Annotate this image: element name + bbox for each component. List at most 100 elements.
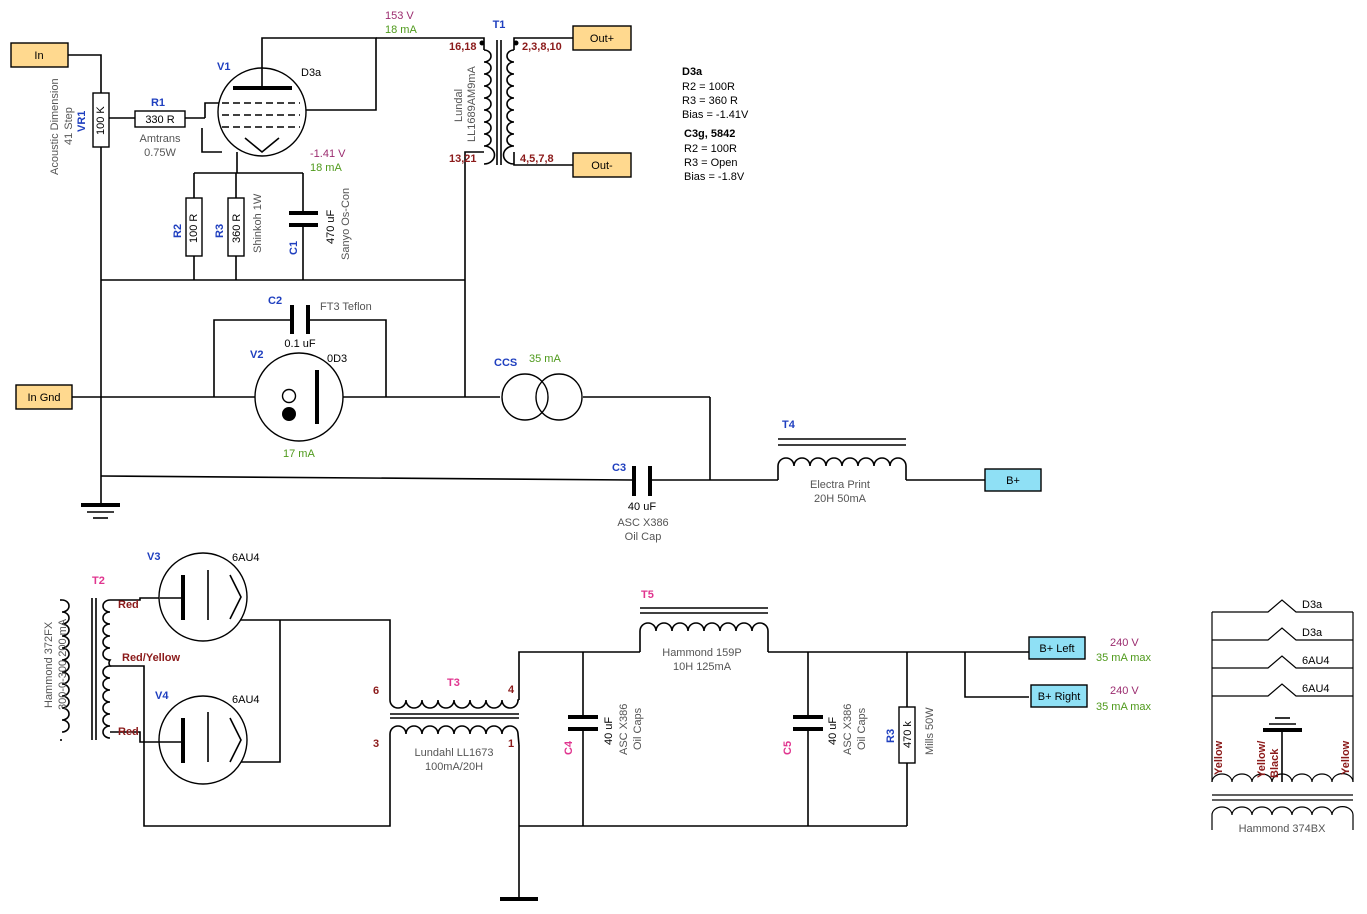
svg-text:Oil Caps: Oil Caps (856, 707, 868, 750)
svg-text:ASC X386: ASC X386 (842, 704, 854, 755)
svg-text:470 k: 470 k (902, 721, 914, 748)
svg-text:R3: R3 (885, 729, 897, 743)
svg-text:R2 = 100R: R2 = 100R (684, 143, 737, 155)
svg-text:T1: T1 (493, 19, 506, 31)
svg-text:D3a: D3a (1302, 627, 1323, 639)
svg-text:35 mA: 35 mA (529, 353, 561, 365)
v2-tube: V2 0D3 17 mA (250, 349, 347, 460)
svg-text:Black: Black (1269, 748, 1281, 778)
t2-transformer: T2 Red Red/Yellow Red Hammond 372FX 300-… (43, 575, 181, 741)
svg-text:2,3,8,10: 2,3,8,10 (522, 41, 562, 53)
svg-text:B+: B+ (1006, 475, 1020, 487)
svg-text:40 uF: 40 uF (827, 717, 839, 745)
svg-text:4,5,7,8: 4,5,7,8 (520, 153, 554, 165)
svg-text:6: 6 (373, 685, 379, 697)
svg-text:D3a: D3a (682, 66, 703, 78)
svg-text:R2: R2 (172, 224, 184, 238)
svg-text:-1.41 V: -1.41 V (310, 148, 346, 160)
svg-text:40 uF: 40 uF (603, 717, 615, 745)
svg-text:6AU4: 6AU4 (232, 694, 260, 706)
svg-text:T2: T2 (92, 575, 105, 587)
svg-text:17 mA: 17 mA (283, 448, 315, 460)
svg-text:16,18: 16,18 (449, 41, 477, 53)
heater-transformer: D3a D3a 6AU4 6AU4 Yellow Yellow/ Black Y… (1211, 599, 1354, 835)
svg-text:13,21: 13,21 (449, 153, 477, 165)
svg-text:6AU4: 6AU4 (1302, 655, 1330, 667)
svg-text:T5: T5 (641, 589, 654, 601)
svg-text:D3a: D3a (1302, 599, 1323, 611)
t5-choke: T5 Hammond 159P 10H 125mA (639, 589, 769, 673)
svg-text:Bias = -1.8V: Bias = -1.8V (684, 171, 745, 183)
anode-voltage: 153 V (385, 10, 414, 22)
svg-text:0.1 uF: 0.1 uF (284, 338, 315, 350)
svg-text:Amtrans: Amtrans (140, 133, 181, 145)
svg-text:R2 = 100R: R2 = 100R (682, 81, 735, 93)
svg-text:Red: Red (118, 726, 139, 738)
svg-text:CCS: CCS (494, 357, 517, 369)
svg-text:Bias = -1.41V: Bias = -1.41V (682, 109, 749, 121)
b-plus-connector[interactable]: B+ (984, 468, 1042, 492)
svg-text:C3: C3 (612, 462, 626, 474)
svg-text:Out-: Out- (591, 160, 613, 172)
svg-text:C5: C5 (782, 741, 794, 755)
svg-text:6AU4: 6AU4 (232, 552, 260, 564)
b-plus-left-connector[interactable]: B+ Left (1028, 636, 1086, 660)
svg-text:1: 1 (508, 738, 514, 750)
in-gnd-connector[interactable]: In Gnd (15, 384, 73, 410)
svg-text:41 Step: 41 Step (63, 107, 75, 145)
wires-lower (110, 597, 1029, 897)
svg-text:R3 = 360 R: R3 = 360 R (682, 95, 738, 107)
svg-text:C3g, 5842: C3g, 5842 (684, 128, 735, 140)
svg-text:Yellow: Yellow (1213, 740, 1225, 775)
svg-text:R1: R1 (151, 97, 165, 109)
svg-text:330 R: 330 R (145, 114, 174, 126)
v4-rectifier-tube: V4 6AU4 (144, 690, 260, 785)
svg-text:V4: V4 (155, 690, 169, 702)
svg-text:35 mA max: 35 mA max (1096, 652, 1152, 664)
svg-text:360 R: 360 R (231, 214, 243, 243)
svg-text:Yellow: Yellow (1340, 740, 1352, 775)
r1-resistor: 330 R R1 Amtrans 0.75W (134, 97, 186, 159)
svg-text:6AU4: 6AU4 (1302, 683, 1330, 695)
svg-text:T3: T3 (447, 677, 460, 689)
svg-text:T4: T4 (782, 419, 796, 431)
svg-text:Red: Red (118, 599, 139, 611)
svg-text:Shinkoh 1W: Shinkoh 1W (252, 193, 264, 253)
svg-text:10H 125mA: 10H 125mA (673, 661, 732, 673)
in-connector[interactable]: In (10, 42, 69, 68)
svg-text:C4: C4 (563, 740, 575, 755)
svg-text:FT3 Teflon: FT3 Teflon (320, 301, 372, 313)
tube-notes: D3a R2 = 100R R3 = 360 R Bias = -1.41V C… (682, 66, 749, 183)
svg-text:100mA/20H: 100mA/20H (425, 761, 483, 773)
svg-text:ASC X386: ASC X386 (618, 704, 630, 755)
svg-text:20H 50mA: 20H 50mA (814, 493, 867, 505)
b-plus-right-connector[interactable]: B+ Right (1030, 684, 1088, 708)
svg-text:In Gnd: In Gnd (27, 392, 60, 404)
svg-text:Red/Yellow: Red/Yellow (122, 652, 181, 664)
svg-text:Yellow/: Yellow/ (1256, 741, 1268, 778)
svg-text:Oil Caps: Oil Caps (632, 707, 644, 750)
svg-text:Hammond 159P: Hammond 159P (662, 647, 742, 659)
svg-text:R3: R3 (214, 224, 226, 238)
svg-text:LL1689AM9mA: LL1689AM9mA (466, 66, 478, 142)
svg-text:D3a: D3a (301, 67, 322, 79)
svg-text:V3: V3 (147, 551, 160, 563)
svg-text:Lundal: Lundal (453, 89, 465, 122)
out-minus-connector[interactable]: Out- (572, 152, 632, 178)
svg-text:35 mA max: 35 mA max (1096, 701, 1152, 713)
vr1-potentiometer: 100 K VR1 Acoustic Dimension 41 Step (49, 78, 110, 175)
svg-text:B+ Left: B+ Left (1039, 643, 1074, 655)
svg-text:C2: C2 (268, 295, 282, 307)
c1-capacitor: 470 uF C1 Sanyo Os-Con (288, 188, 352, 260)
svg-text:4: 4 (508, 684, 515, 696)
out-plus-connector[interactable]: Out+ (572, 25, 632, 51)
svg-text:In: In (34, 50, 43, 62)
anode-current: 18 mA (385, 24, 417, 36)
svg-text:ASC X386: ASC X386 (617, 517, 668, 529)
svg-text:470 uF: 470 uF (325, 209, 337, 244)
svg-text:Mills 50W: Mills 50W (924, 707, 936, 755)
svg-text:Hammond 372FX: Hammond 372FX (43, 621, 55, 708)
svg-text:Out+: Out+ (590, 33, 614, 45)
svg-text:R3 = Open: R3 = Open (684, 157, 738, 169)
